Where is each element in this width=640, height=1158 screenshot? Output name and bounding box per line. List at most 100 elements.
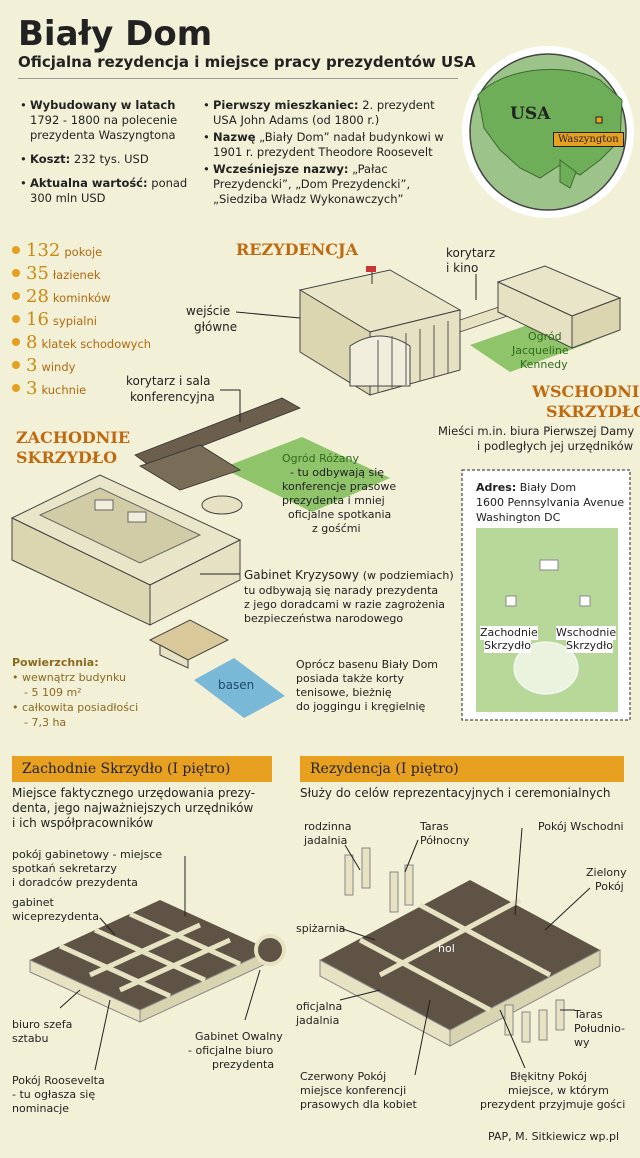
address-west-1: Zachodnie (480, 626, 538, 640)
res-l9-1: Czerwony Pokój (300, 1070, 387, 1083)
west-floorplan (29, 900, 286, 1023)
res-l3: Pokój Wschodni (538, 820, 624, 833)
west-colonnade (134, 397, 301, 467)
fact-built: Wybudowany w latach 1792 - 1800 na polec… (20, 98, 190, 143)
res-l9-2: miejsce konferencji (300, 1084, 407, 1097)
crisis-room-title: Gabinet Kryzysowy (w podziemiach) (244, 568, 454, 582)
west-floor-desc-3: i ich współpracowników (12, 816, 154, 830)
crisis-room-desc-1: tu odbywają się narady prezydenta (244, 584, 439, 597)
res-l5: spiżarnia (296, 922, 346, 935)
crisis-room-desc-3: bezpieczeństwa narodowego (244, 612, 404, 625)
res-l7-1: oficjalna (296, 1000, 343, 1013)
west-l1-3: i doradców prezydenta (12, 876, 138, 889)
res-l1-1: rodzinna (304, 820, 352, 833)
area-inside-value: - 5 109 m² (24, 686, 82, 699)
area-total-value: - 7,3 ha (24, 716, 67, 729)
address-east-1: Wschodnie (556, 626, 617, 640)
east-wing-heading-2: SKRZYDŁO (546, 402, 640, 421)
east-wing-building (496, 265, 622, 349)
residence-floorplan (319, 847, 601, 1047)
east-wing-desc-1: Mieści m.in. biura Pierwszej Damy (438, 424, 635, 438)
west-l5-1: Pokój Roosevelta (12, 1074, 105, 1087)
west-floor-desc-2: denta, jego najważniejszych urzędników (12, 801, 254, 815)
fact-cost: Koszt: 232 tys. USD (20, 152, 190, 167)
label-entrance-1: wejście (186, 304, 231, 318)
res-l4-1: Zielony (586, 866, 627, 879)
address-map (461, 469, 631, 721)
rose-garden-desc-4: oficjalne spotkania (288, 508, 392, 521)
residence-building (298, 266, 462, 396)
area-inside: • wewnątrz budynku (12, 671, 126, 684)
leader-lines (59, 274, 591, 1076)
rose-garden-lawn (222, 437, 390, 512)
area-title: Powierzchnia: (12, 656, 99, 669)
amenities-3: tenisowe, bieżnię (296, 686, 392, 699)
page-title: Biały Dom (18, 14, 213, 54)
west-wing-building (10, 474, 243, 626)
pool-label: basen (218, 678, 255, 692)
west-l4-1: Gabinet Owalny (195, 1030, 283, 1043)
credit: PAP, M. Sitkiewicz wp.pl (488, 1130, 619, 1143)
page-subtitle: Oficjalna rezydencja i miejsce pracy pre… (18, 53, 476, 71)
header-rule (18, 78, 458, 79)
west-l2-1: gabinet (12, 896, 54, 909)
label-jk-garden-1: Ogród (528, 330, 562, 343)
residence-floor-banner: Rezydencja (I piętro) (300, 756, 624, 782)
west-wing-heading-2: SKRZYDŁO (16, 448, 118, 467)
label-corridor-hall-1: korytarz i sala (126, 374, 211, 388)
address-block: Adres: Biały Dom 1600 Pennsylvania Avenu… (476, 481, 625, 524)
label-jk-garden-3: Kennedy (520, 358, 568, 371)
west-wing-heading-1: ZACHODNIE (16, 428, 131, 447)
res-l2-1: Taras (420, 820, 449, 833)
res-l7-2: jadalnia (296, 1014, 340, 1027)
rose-garden-desc-2: konferencje prasowe (282, 480, 397, 493)
res-l9-3: prasowych dla kobiet (300, 1098, 417, 1111)
small-building (148, 619, 230, 669)
west-l1-1: pokój gabinetowy - miejsce (12, 848, 163, 861)
label-entrance-2: główne (194, 320, 238, 334)
rose-garden-desc-3: prezydenta i mniej (282, 494, 385, 507)
fact-earlier-names: Wcześniejsze nazwy: „Pałac Prezydencki”,… (203, 162, 453, 207)
west-l5-3: nominacje (12, 1102, 70, 1115)
fact-name: Nazwę „Biały Dom” nadał budynkowi w 1901… (203, 130, 448, 160)
east-wing-heading-1: WSCHODNIE (532, 382, 640, 401)
west-l5-2: - tu ogłasza się (12, 1088, 96, 1101)
map-city-label: Waszyngton (553, 132, 624, 147)
amenities-1: Oprócz basenu Biały Dom (296, 658, 439, 671)
west-l3-1: biuro szefa (12, 1018, 73, 1031)
address-east-2: Skrzydło (566, 639, 613, 653)
res-l8-3: wy (574, 1036, 590, 1049)
west-floor-desc-1: Miejsce faktycznego urzędowania prezy- (12, 786, 256, 800)
fact-first-resident: Pierwszy mieszkaniec: 2. prezydent USA J… (203, 98, 448, 128)
fact-value: Aktualna wartość: ponad 300 mln USD (20, 176, 190, 206)
area-total: • całkowita posiadłości (12, 701, 139, 714)
rose-garden-title: Ogród Różany (282, 452, 360, 465)
label-corridor-hall-2: konferencyjna (130, 390, 215, 404)
res-l8-1: Taras (574, 1008, 603, 1021)
res-l10-3: prezydent przyjmuje gości (480, 1098, 626, 1111)
west-floor-banner: Zachodnie Skrzydło (I piętro) (12, 756, 272, 782)
address-west-2: Skrzydło (484, 639, 531, 653)
res-l10-1: Błękitny Pokój (510, 1070, 587, 1083)
rose-garden-desc-1: - tu odbywają się (290, 466, 385, 479)
west-l4-3: prezydenta (212, 1058, 275, 1071)
crisis-room-desc-2: z jego doradcami w razie zagrożenia (244, 598, 445, 611)
rose-garden-desc-5: z gośćmi (312, 522, 361, 535)
west-l2-2: wiceprezydenta (12, 910, 99, 923)
res-l6: hol (438, 942, 455, 955)
res-l4-2: Pokój (595, 880, 624, 893)
west-l1-2: spotkań sekretarzy (12, 862, 117, 875)
corridor-roof (139, 444, 241, 491)
residence-heading: REZYDENCJA (236, 240, 359, 259)
res-l10-2: miejsce, w którym (508, 1084, 609, 1097)
res-l2-2: Północny (420, 834, 470, 847)
res-l8-2: Południo- (574, 1022, 625, 1035)
